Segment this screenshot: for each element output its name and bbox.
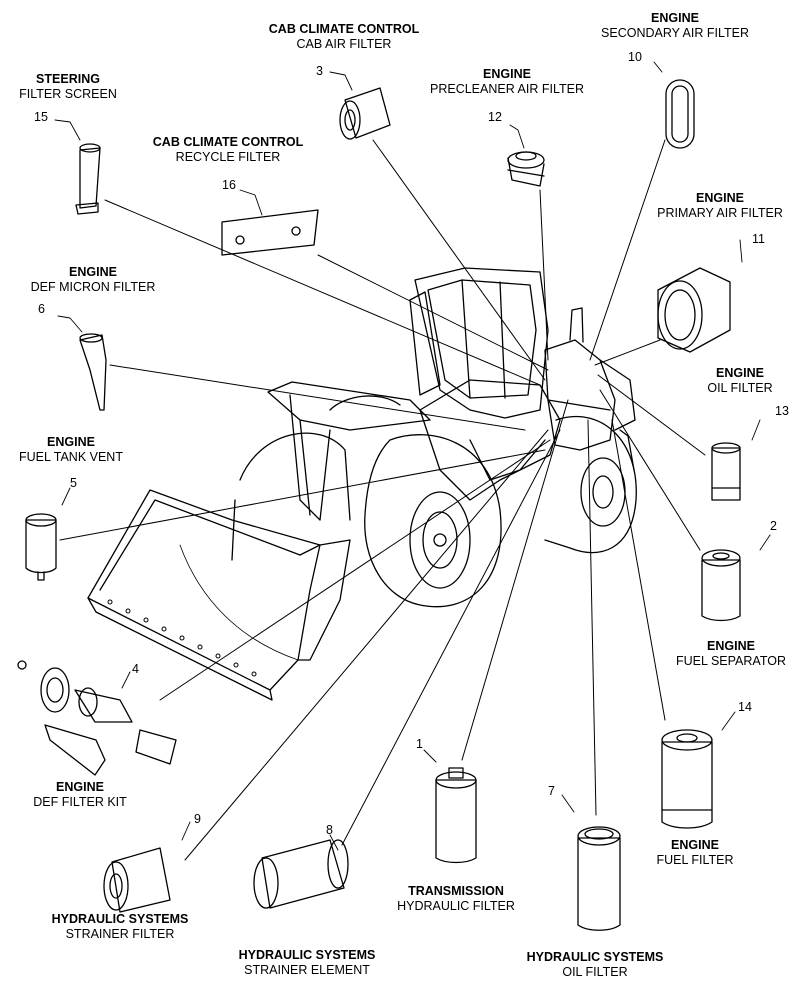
label-recycle-filter: CAB CLIMATE CONTROL RECYCLE FILTER	[152, 135, 304, 164]
def-micron-filter-part	[57, 315, 107, 411]
primary-air-filter-part	[657, 239, 743, 353]
strainer-filter-part	[103, 821, 191, 913]
leader-lines	[59, 139, 706, 861]
precleaner-air-filter-part	[507, 124, 545, 187]
cab-air-filter-part	[329, 71, 391, 140]
callout-10: 10	[628, 50, 642, 64]
label-fuel-tank-vent: ENGINE FUEL TANK VENT	[19, 435, 123, 464]
hydraulic-oil-filter-part	[561, 794, 621, 931]
callout-13: 13	[775, 404, 789, 418]
label-secondary-air-filter: ENGINE SECONDARY AIR FILTER	[601, 11, 749, 40]
engine-fuel-filter-part	[661, 711, 736, 829]
label-cab-air-filter: CAB CLIMATE CONTROL CAB AIR FILTER	[268, 22, 420, 51]
callout-4: 4	[132, 662, 139, 676]
label-strainer-element: HYDRAULIC SYSTEMS STRAINER ELEMENT	[238, 948, 376, 977]
fuel-separator-part	[701, 534, 771, 622]
callout-5: 5	[70, 476, 77, 490]
secondary-air-filter-part	[653, 61, 695, 149]
label-def-micron-filter: ENGINE DEF MICRON FILTER	[30, 265, 156, 294]
transmission-hydraulic-filter-part	[423, 749, 477, 864]
callout-11: 11	[752, 232, 765, 246]
label-hydraulic-oil-filter: HYDRAULIC SYSTEMS OIL FILTER	[526, 950, 664, 979]
label-primary-air-filter: ENGINE PRIMARY AIR FILTER	[657, 191, 783, 220]
recycle-filter-part	[221, 189, 319, 256]
engine-oil-filter-part	[711, 419, 761, 501]
callout-2: 2	[770, 519, 777, 533]
callout-7: 7	[548, 784, 555, 798]
callout-14: 14	[738, 700, 752, 714]
callout-8: 8	[326, 823, 333, 837]
wheel-loader	[87, 267, 637, 701]
def-filter-kit-part	[17, 660, 177, 776]
label-transmission-hydraulic-filter: TRANSMISSION HYDRAULIC FILTER	[397, 884, 515, 913]
callout-9: 9	[194, 812, 201, 826]
label-engine-oil-filter: ENGINE OIL FILTER	[707, 366, 773, 395]
callout-1: 1	[416, 737, 423, 751]
label-precleaner-air-filter: ENGINE PRECLEANER AIR FILTER	[430, 67, 584, 96]
label-def-filter-kit: ENGINE DEF FILTER KIT	[33, 780, 127, 809]
callout-6: 6	[38, 302, 45, 316]
label-fuel-separator: ENGINE FUEL SEPARATOR	[676, 639, 786, 668]
callout-3: 3	[316, 64, 323, 78]
label-strainer-filter: HYDRAULIC SYSTEMS STRAINER FILTER	[51, 912, 189, 941]
callout-16: 16	[222, 178, 236, 192]
callout-15: 15	[34, 110, 48, 124]
steering-filter-screen-part	[54, 119, 101, 215]
label-engine-fuel-filter: ENGINE FUEL FILTER	[656, 838, 734, 867]
fuel-tank-vent-part	[25, 487, 71, 581]
label-filter-screen: STEERING FILTER SCREEN	[19, 72, 117, 101]
strainer-element-part	[253, 834, 349, 909]
callout-12: 12	[488, 110, 502, 124]
